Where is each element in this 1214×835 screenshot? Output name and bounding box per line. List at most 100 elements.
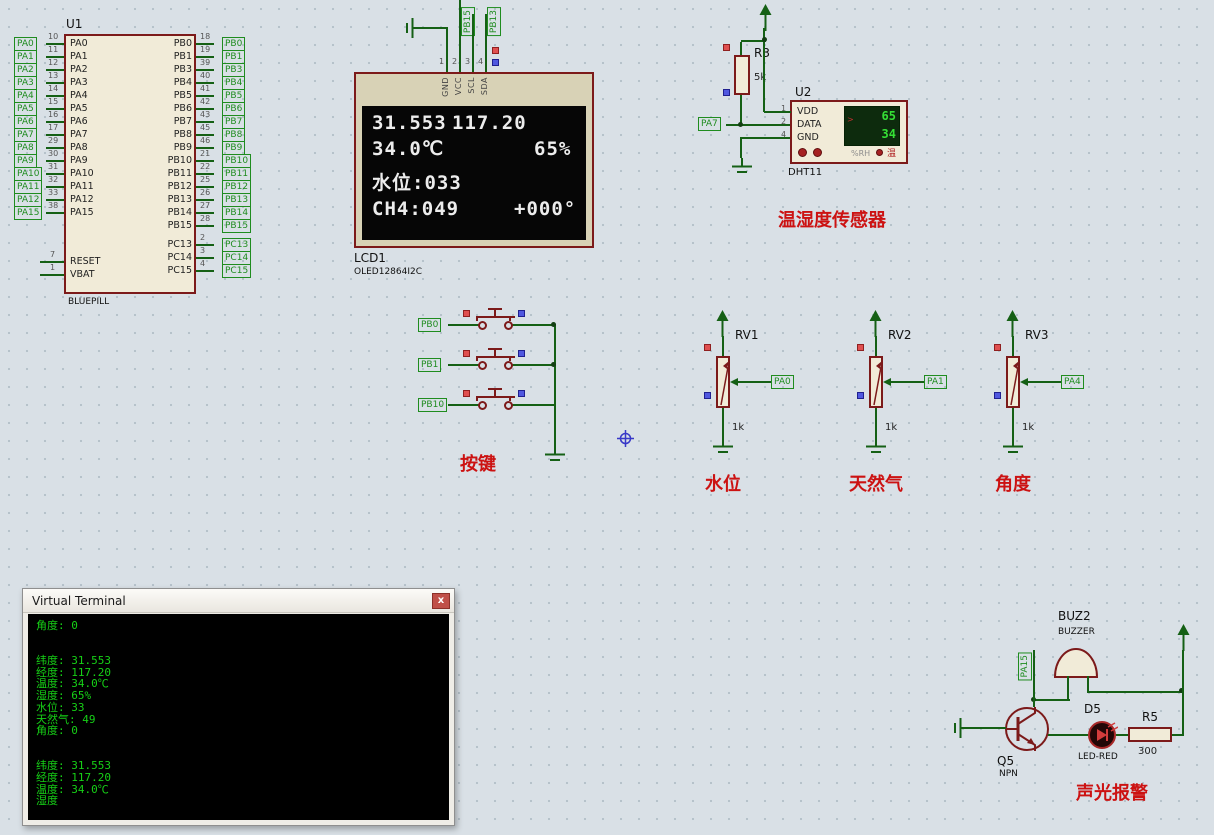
potentiometer[interactable] — [716, 356, 730, 408]
probe-blue[interactable] — [704, 392, 711, 399]
net-label[interactable]: PA3 — [14, 76, 37, 90]
net-label[interactable]: PB9 — [222, 141, 246, 155]
probe-red[interactable] — [994, 344, 1001, 351]
wire — [764, 111, 791, 113]
net-label[interactable]: PA0 — [771, 375, 794, 389]
net-label[interactable]: PB10 — [222, 154, 252, 168]
net-label[interactable]: PB14 — [222, 206, 252, 220]
net-label[interactable]: PB1 — [418, 358, 442, 372]
push-button[interactable] — [476, 388, 516, 410]
net-label[interactable]: PA7 — [14, 128, 37, 142]
net-label[interactable]: PB8 — [222, 128, 246, 142]
net-label[interactable]: PA1 — [924, 375, 947, 389]
wire — [1087, 676, 1089, 692]
probe-blue[interactable] — [723, 89, 730, 96]
wire — [448, 324, 480, 326]
terminal-titlebar[interactable]: Virtual Terminal x — [23, 589, 454, 613]
net-label[interactable]: PA11 — [14, 180, 43, 194]
wire — [46, 160, 64, 162]
net-label[interactable]: PB3 — [222, 63, 246, 77]
probe-blue[interactable] — [492, 59, 499, 66]
led-icon[interactable] — [1088, 720, 1119, 750]
resistor-r3[interactable] — [734, 55, 750, 95]
wire — [740, 42, 742, 55]
net-label[interactable]: PA6 — [14, 115, 37, 129]
wire — [1116, 734, 1128, 736]
net-label[interactable]: PC15 — [222, 264, 252, 278]
wiper-arrow-icon[interactable] — [883, 378, 891, 386]
net-label[interactable]: PC13 — [222, 238, 252, 252]
mcu-pin-name: PA5 — [70, 103, 88, 114]
net-label[interactable]: PA4 — [1061, 375, 1084, 389]
net-label[interactable]: PA8 — [14, 141, 37, 155]
probe-red[interactable] — [492, 47, 499, 54]
net-label[interactable]: PB5 — [222, 89, 246, 103]
net-label[interactable]: PB15 — [222, 219, 252, 233]
push-button[interactable] — [476, 308, 516, 330]
net-label[interactable]: PB7 — [222, 115, 246, 129]
probe-red[interactable] — [723, 44, 730, 51]
mcu-pin-name: PB6 — [173, 103, 192, 114]
wiper-arrow-icon[interactable] — [730, 378, 738, 386]
buzzer-icon[interactable] — [1052, 644, 1100, 680]
net-label[interactable]: PA2 — [14, 63, 37, 77]
button-bar — [476, 316, 515, 318]
wire — [966, 727, 1006, 729]
pin-number: 33 — [48, 188, 59, 197]
potentiometer[interactable] — [869, 356, 883, 408]
net-label[interactable]: PA5 — [14, 102, 37, 116]
net-label[interactable]: PA0 — [14, 37, 37, 51]
button-actuator — [488, 348, 502, 350]
net-label[interactable]: PB12 — [222, 180, 252, 194]
net-label[interactable]: PC14 — [222, 251, 252, 265]
net-label[interactable]: PA4 — [14, 89, 37, 103]
close-icon[interactable]: x — [432, 593, 450, 609]
button-actuator — [494, 349, 496, 356]
probe-blue[interactable] — [518, 390, 525, 397]
pot-ref: RV1 — [735, 328, 759, 342]
lcd-ch4: CH4:049 — [372, 198, 460, 220]
net-label[interactable]: PB6 — [222, 102, 246, 116]
net-label[interactable]: PA9 — [14, 154, 37, 168]
probe-blue[interactable] — [994, 392, 1001, 399]
net-label[interactable]: PA12 — [14, 193, 43, 207]
probe-blue[interactable] — [857, 392, 864, 399]
net-label-pa7[interactable]: PA7 — [698, 117, 721, 131]
probe-red[interactable] — [463, 350, 470, 357]
potentiometer[interactable] — [1006, 356, 1020, 408]
net-label[interactable]: PB10 — [418, 398, 448, 412]
probe-blue[interactable] — [518, 310, 525, 317]
wire — [1012, 336, 1014, 356]
probe-red[interactable] — [857, 344, 864, 351]
mcu-pin-name: RESET — [70, 256, 101, 267]
mcu-body[interactable] — [64, 34, 196, 294]
push-button[interactable] — [476, 348, 516, 370]
probe-red[interactable] — [704, 344, 711, 351]
wire — [446, 28, 448, 72]
net-label[interactable]: PB0 — [222, 37, 246, 51]
net-label-sda[interactable]: PB13 — [487, 7, 501, 37]
net-label[interactable]: PB11 — [222, 167, 252, 181]
pin-number: 17 — [48, 123, 59, 132]
wiper-arrow-icon[interactable] — [1020, 378, 1028, 386]
net-label[interactable]: PB4 — [222, 76, 246, 90]
wire — [46, 134, 64, 136]
pin-number: 32 — [48, 175, 59, 184]
probe-red[interactable] — [463, 390, 470, 397]
net-label[interactable]: PB0 — [418, 318, 442, 332]
wire — [196, 199, 214, 201]
pin-number: 2 — [452, 57, 458, 66]
transistor-icon[interactable] — [1004, 705, 1050, 753]
net-label-pa15[interactable]: PA15 — [1018, 652, 1032, 681]
net-label[interactable]: PB13 — [222, 193, 252, 207]
wire — [46, 173, 64, 175]
probe-red[interactable] — [463, 310, 470, 317]
net-label[interactable]: PA15 — [14, 206, 43, 220]
net-label[interactable]: PA10 — [14, 167, 43, 181]
probe-blue[interactable] — [518, 350, 525, 357]
resistor-r5[interactable] — [1128, 727, 1172, 742]
net-label[interactable]: PA1 — [14, 50, 37, 64]
net-label[interactable]: PB1 — [222, 50, 246, 64]
button-bar — [476, 356, 478, 361]
